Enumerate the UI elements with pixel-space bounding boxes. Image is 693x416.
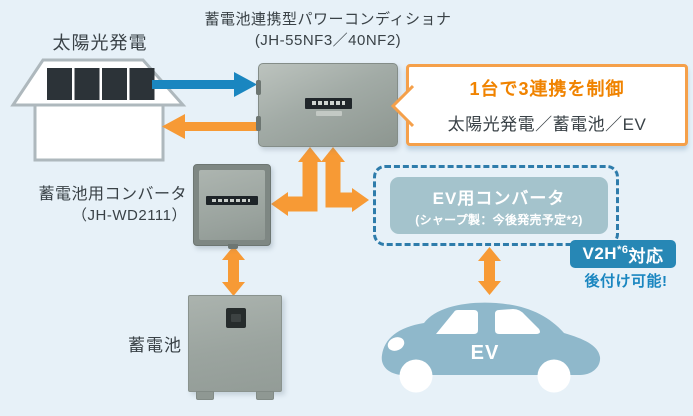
- retrofit-note: 後付け可能!: [584, 273, 668, 290]
- power-conditioner-device: [256, 63, 398, 147]
- battery-converter-device: [193, 164, 271, 249]
- car-headlight-icon: [387, 337, 405, 351]
- control-callout: 1台で3連携を制御 太陽光発電／蓄電池／EV: [390, 64, 688, 146]
- arrow-conditioner-battery-converter-icon: [271, 147, 322, 216]
- battery-converter-label-line1: 蓄電池用コンバータ: [38, 186, 187, 203]
- battery-foot-icon: [196, 391, 214, 400]
- power-conditioner-model: (JH-55NF3／40NF2): [254, 32, 402, 49]
- power-conditioner-title-line1: 蓄電池連携型パワーコンディショナ: [204, 11, 452, 28]
- battery-label: 蓄電池: [128, 336, 182, 355]
- arrow-ev-converter-car-icon: [478, 247, 501, 295]
- battery-converter-label: 蓄電池用コンバータ （JH-WD2111）: [15, 184, 187, 226]
- solar-panels-icon: [47, 68, 155, 100]
- display-slot-icon: [206, 196, 258, 205]
- solar-house-icon: [10, 58, 187, 162]
- callout-tail-icon: [390, 84, 414, 128]
- battery-converter-model: （JH-WD2111）: [72, 207, 187, 224]
- device-nub-icon: [228, 244, 238, 249]
- ev-converter-note: (シャープ製：今後発売予定*2): [415, 212, 583, 227]
- device-hinge-icon: [256, 80, 261, 95]
- power-conditioner-title: 蓄電池連携型パワーコンディショナ (JH-55NF3／40NF2): [163, 9, 493, 51]
- ev-converter-dashed-zone: [373, 165, 619, 246]
- car-rear-window-icon: [495, 309, 540, 334]
- ev-car-icon: EV: [381, 302, 601, 393]
- ev-car-label: EV: [471, 342, 500, 364]
- arrow-converter-battery-icon: [222, 246, 245, 296]
- car-wheel-icon: [399, 359, 433, 393]
- ev-converter-name: EV用コンバータ: [432, 188, 566, 208]
- device-hinge-icon: [256, 116, 261, 131]
- solar-power-label: 太陽光発電: [52, 33, 148, 53]
- arrow-conditioner-ev-converter-icon: [321, 147, 369, 212]
- battery-converter-panel: [199, 170, 265, 240]
- battery-device: [188, 295, 282, 401]
- v2h-badge-suffix: 対応: [628, 246, 664, 266]
- callout-heading: 1台で3連携を制御: [469, 79, 625, 99]
- display-slot-icon: [305, 98, 352, 109]
- callout-subtitle: 太陽光発電／蓄電池／EV: [447, 115, 647, 134]
- v2h-badge-footnote-mark: *6: [617, 244, 629, 256]
- ev-converter-box: EV用コンバータ (シャープ製：今後発売予定*2): [390, 177, 608, 234]
- battery-connector-icon: [226, 308, 246, 328]
- battery-foot-icon: [256, 391, 274, 400]
- car-wheel-icon: [537, 359, 571, 393]
- car-front-window-icon: [436, 310, 478, 334]
- v2h-badge-prefix: V2H: [582, 244, 618, 263]
- battery-body: [188, 295, 282, 392]
- device-label-strip-icon: [316, 111, 342, 116]
